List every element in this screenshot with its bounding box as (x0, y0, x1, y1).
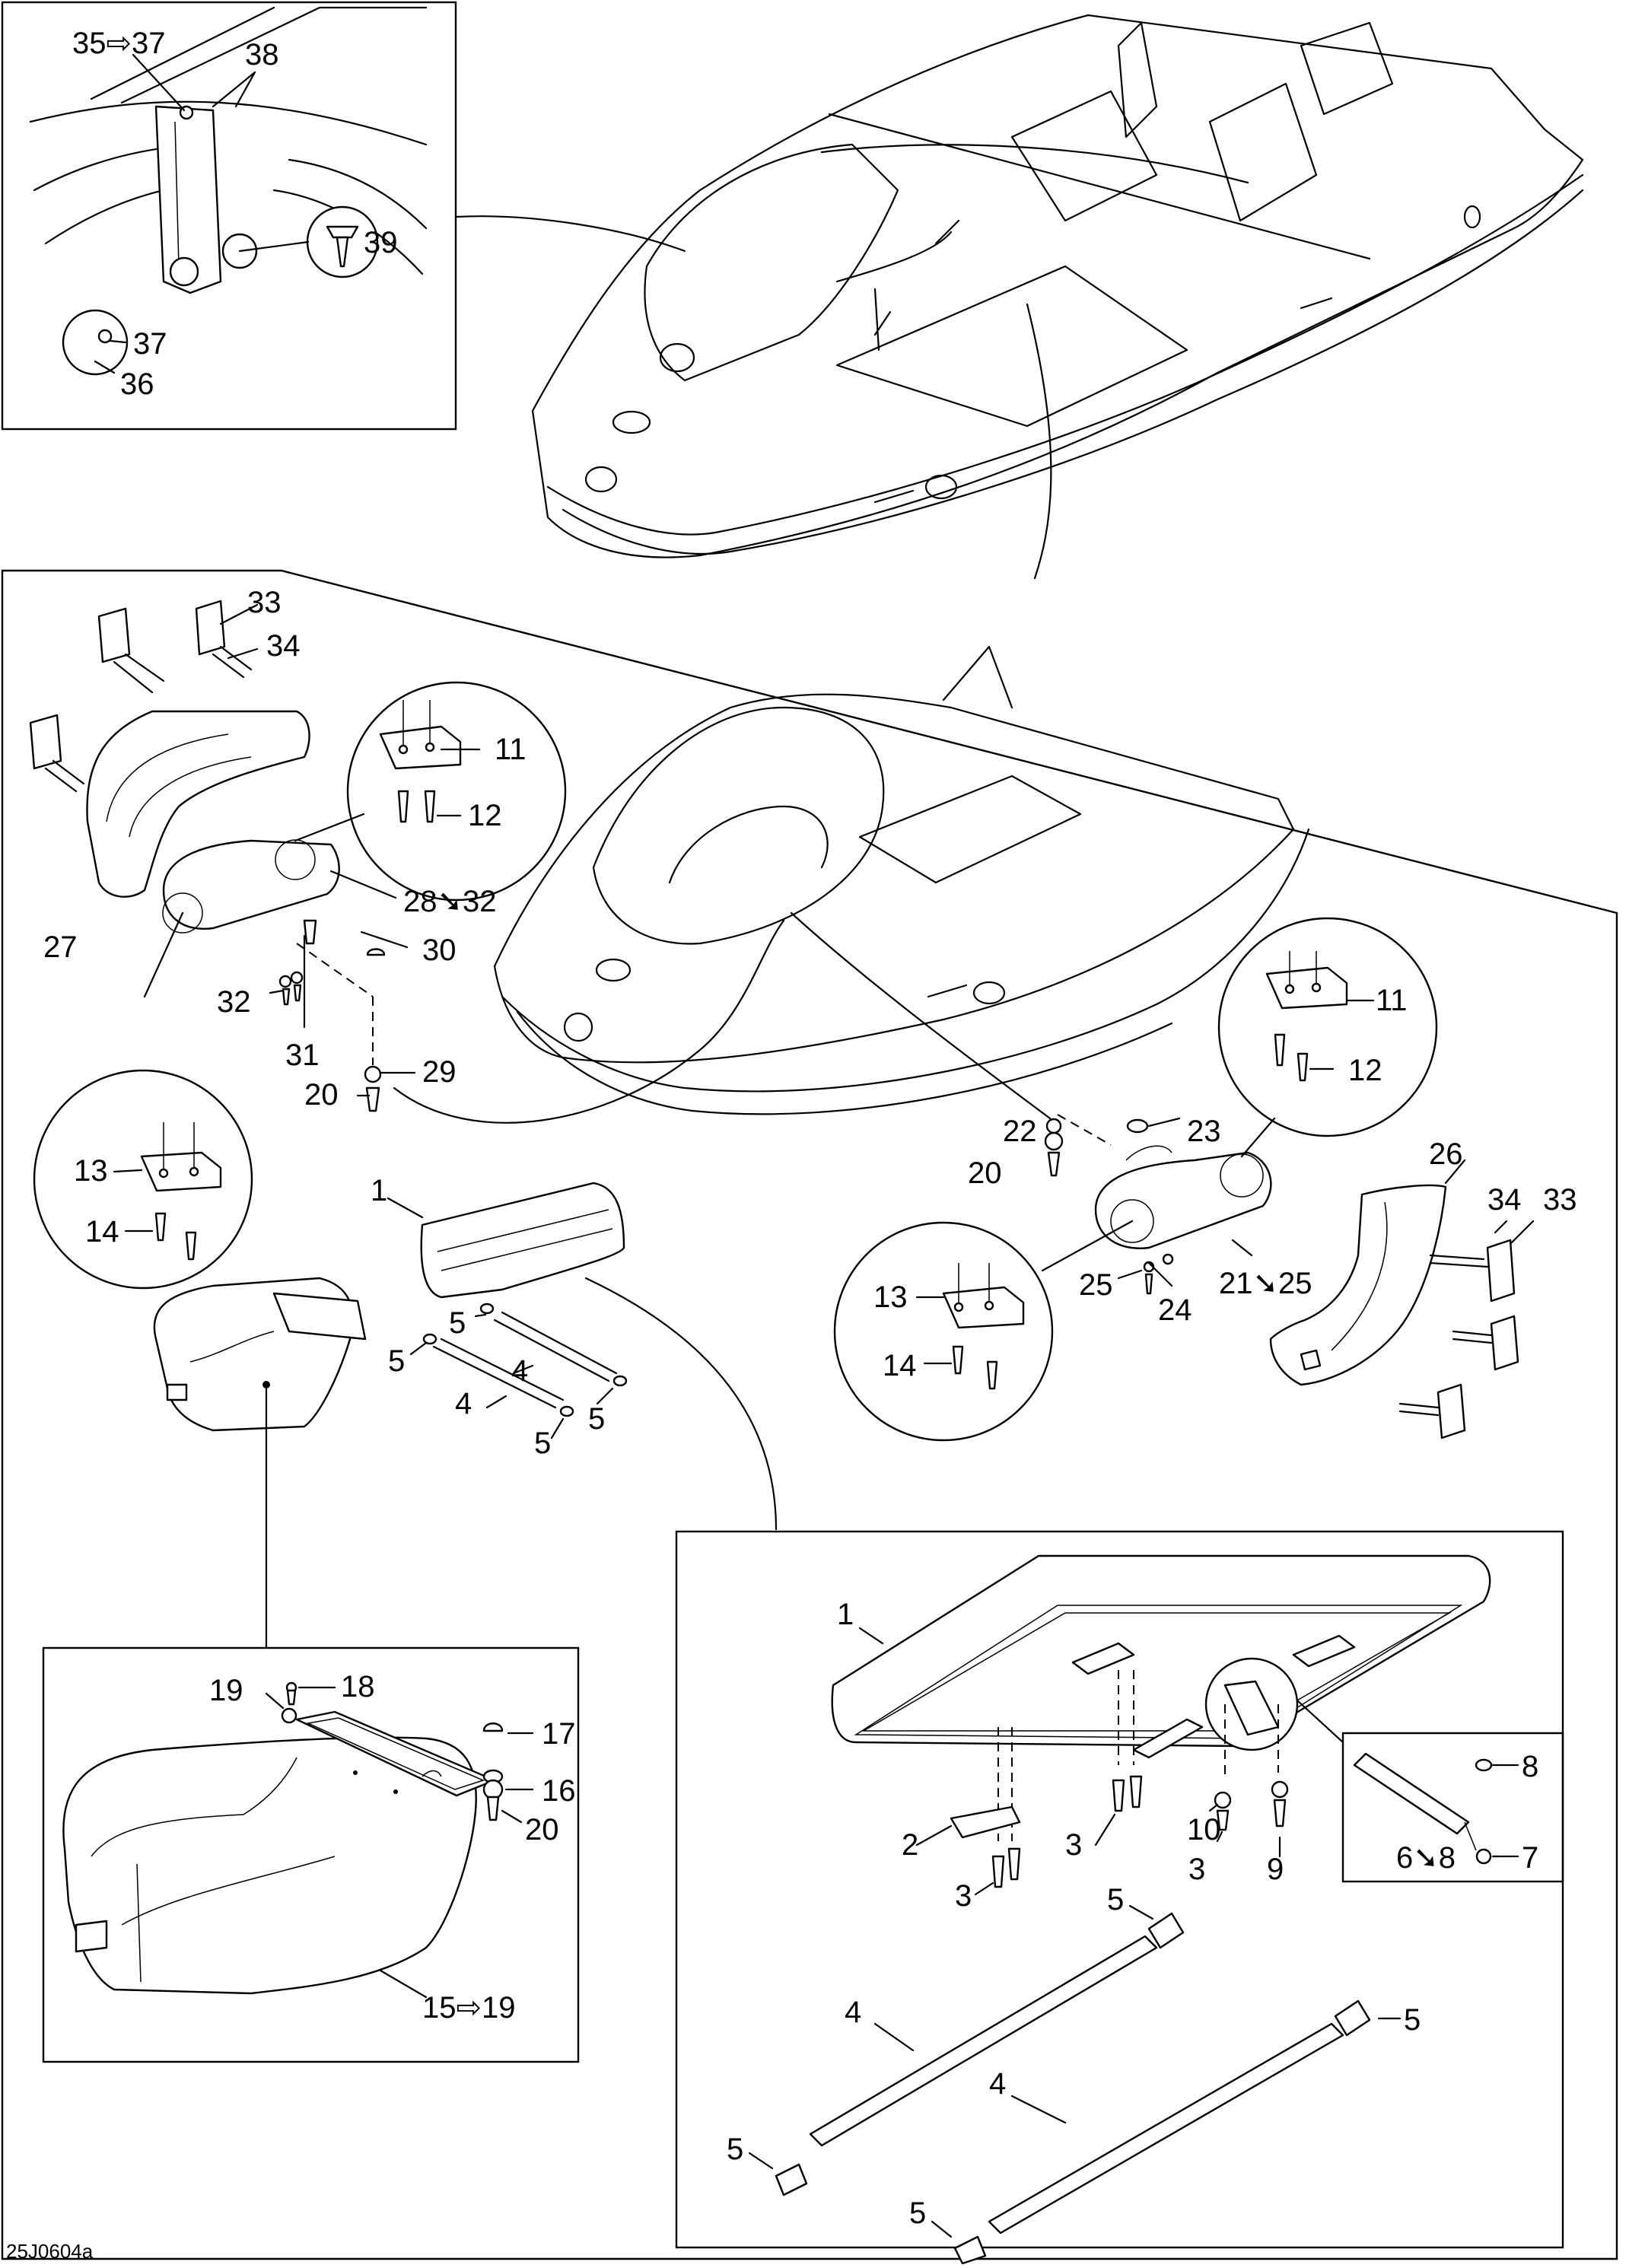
callout-5-g: 5 (727, 2133, 743, 2166)
callout-12-right: 12 (1348, 1054, 1382, 1087)
callout-13-right: 13 (873, 1280, 908, 1314)
callout-22: 22 (1003, 1115, 1037, 1148)
detail-circle-left-upper (294, 681, 567, 902)
callout-18: 18 (341, 1670, 375, 1703)
callout-10: 10 (1187, 1813, 1221, 1847)
callout-5-e: 5 (1107, 1883, 1124, 1917)
callout-30: 30 (422, 934, 457, 967)
leader-bolt-to-boat (393, 919, 785, 1124)
detail-frame-seat-base (42, 1646, 580, 2063)
callout-24: 24 (1158, 1293, 1192, 1327)
callout-4-b: 4 (455, 1387, 472, 1420)
callout-34-right: 34 (1487, 1183, 1522, 1217)
callout-4-d: 4 (989, 2067, 1006, 2101)
callout-8: 8 (1522, 1750, 1538, 1783)
callout-5-h: 5 (909, 2196, 926, 2230)
detail-frame-cushion-underside (675, 1530, 1564, 2249)
callout-20-right: 20 (968, 1156, 1002, 1190)
callout-20-left: 20 (304, 1078, 339, 1112)
callout-3-b: 3 (955, 1879, 972, 1913)
callout-33-right: 33 (1543, 1183, 1577, 1217)
callout-5-c: 5 (534, 1427, 551, 1460)
backrest-left (86, 710, 310, 898)
callout-28-32: 28➘32 (403, 885, 497, 918)
callout-14-left: 14 (85, 1215, 119, 1249)
callout-32: 32 (217, 985, 251, 1019)
detail-circle-right-lower (833, 1220, 1134, 1442)
callout-34-left: 34 (266, 629, 301, 663)
callout-33-left: 33 (247, 586, 282, 619)
callout-5-f: 5 (1404, 2003, 1421, 2037)
callout-20-base: 20 (525, 1813, 559, 1847)
callout-1-bottom: 1 (837, 1598, 854, 1631)
detail-frame-bracket (1341, 1732, 1564, 1883)
arrow-upper (835, 231, 953, 283)
detail-frame-top-left (1, 1, 457, 431)
callout-11-left: 11 (495, 733, 527, 766)
boat-overview (531, 14, 1584, 558)
seat-base-preview (153, 1277, 367, 1649)
callout-3-c: 3 (1188, 1853, 1205, 1886)
armrest-left (162, 839, 416, 1112)
callout-26: 26 (1429, 1137, 1463, 1171)
callout-4-a: 4 (511, 1354, 528, 1388)
callout-3-a: 3 (1065, 1828, 1082, 1862)
callout-1-top: 1 (371, 1174, 387, 1207)
callout-35-37: 35⇨37 (72, 27, 166, 60)
screw-39-icon (306, 205, 379, 278)
callout-19: 19 (209, 1674, 243, 1707)
clip-set-left (29, 600, 259, 793)
cushion-underside-detail (831, 1554, 1491, 1896)
callout-5-b: 5 (388, 1344, 405, 1378)
callout-29: 29 (422, 1055, 457, 1089)
callout-17: 17 (542, 1717, 576, 1751)
callout-16: 16 (542, 1774, 576, 1808)
callout-14-right: 14 (883, 1349, 917, 1382)
seat-base-detail (62, 1681, 534, 1999)
clip-set-right (1398, 1220, 1535, 1439)
callout-27: 27 (43, 930, 78, 964)
callout-5-a: 5 (449, 1306, 466, 1340)
boat-bow-closeup (493, 645, 1310, 1115)
leader-boat-to-lower-boat (1026, 303, 1052, 580)
leader-boat-to-right-seat (790, 911, 1052, 1120)
callout-7: 7 (1522, 1841, 1538, 1875)
callout-15-19: 15⇨19 (422, 1991, 516, 2025)
callout-31: 31 (285, 1039, 320, 1072)
detail-circle-right-upper (1217, 917, 1438, 1158)
windshield-post-detail (29, 6, 428, 376)
callout-13-left: 13 (74, 1154, 108, 1188)
arrow-lower (873, 288, 880, 351)
rods-preview (409, 1303, 628, 1439)
callout-9: 9 (1267, 1853, 1284, 1886)
detail-circle-left-lower (33, 911, 253, 1290)
cushion-1-top (387, 1182, 625, 1299)
callout-36: 36 (120, 367, 154, 401)
callout-39: 39 (364, 226, 398, 259)
drawing-code: 25J0604a (6, 2240, 94, 2263)
backrest-right (1269, 1159, 1466, 1386)
bracket-detail (1353, 1752, 1519, 1865)
rods-detail (748, 1904, 1402, 2265)
armrest-right (1044, 1114, 1272, 1295)
main-frame (1, 569, 1618, 2260)
arrow-to-cushion (584, 1277, 778, 1531)
callout-11-right: 11 (1376, 984, 1408, 1017)
callout-23: 23 (1187, 1115, 1221, 1148)
callout-12-left: 12 (468, 799, 502, 832)
callout-6-8: 6➘8 (1396, 1841, 1456, 1875)
callout-4-c: 4 (845, 1996, 861, 2029)
leader-detail-to-boat (454, 215, 686, 253)
callout-5-d: 5 (588, 1402, 605, 1436)
callout-37: 37 (133, 327, 167, 361)
callout-38: 38 (245, 38, 279, 72)
callout-25: 25 (1079, 1268, 1113, 1302)
callout-21-25: 21➘25 (1219, 1267, 1312, 1300)
callout-2: 2 (902, 1828, 918, 1862)
